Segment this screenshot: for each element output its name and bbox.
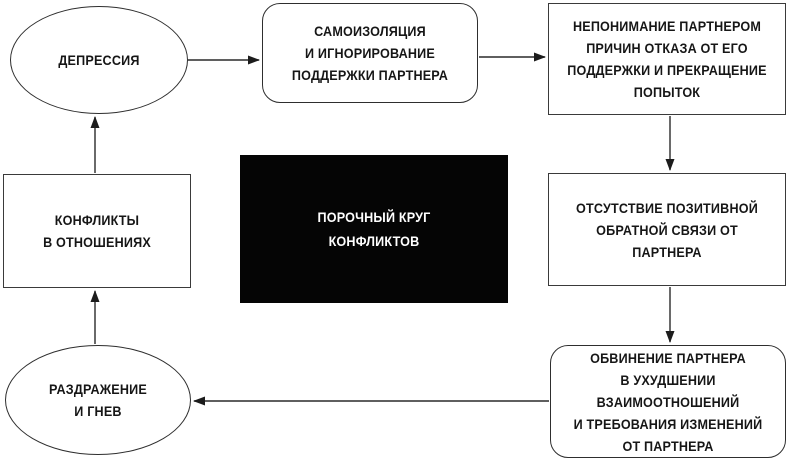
node-vicious-circle-title-label: ПОРОЧНЫЙ КРУГ КОНФЛИКТОВ (317, 209, 431, 249)
node-misunderstanding: НЕПОНИМАНИЕ ПАРТНЕРОМ ПРИЧИН ОТКАЗА ОТ Е… (548, 3, 786, 115)
node-depression: ДЕПРЕССИЯ (10, 6, 188, 114)
node-blame: ОБВИНЕНИЕ ПАРТНЕРА В УХУДШЕНИИ ВЗАИМООТН… (550, 345, 786, 458)
node-blame-label: ОБВИНЕНИЕ ПАРТНЕРА В УХУДШЕНИИ ВЗАИМООТН… (573, 349, 763, 454)
node-isolation-label: САМОИЗОЛЯЦИЯ И ИГНОРИРОВАНИЕ ПОДДЕРЖКИ П… (291, 23, 449, 83)
node-conflicts: КОНФЛИКТЫ В ОТНОШЕНИЯХ (3, 174, 191, 288)
node-no-feedback: ОТСУТСТВИЕ ПОЗИТИВНОЙ ОБРАТНОЙ СВЯЗИ ОТ … (548, 173, 786, 286)
node-no-feedback-label: ОТСУТСТВИЕ ПОЗИТИВНОЙ ОБРАТНОЙ СВЯЗИ ОТ … (576, 199, 758, 260)
node-depression-label: ДЕПРЕССИЯ (58, 52, 140, 68)
node-misunderstanding-label: НЕПОНИМАНИЕ ПАРТНЕРОМ ПРИЧИН ОТКАЗА ОТ Е… (567, 18, 767, 100)
node-irritation: РАЗДРАЖЕНИЕ И ГНЕВ (5, 345, 191, 455)
node-vicious-circle-title: ПОРОЧНЫЙ КРУГ КОНФЛИКТОВ (240, 155, 508, 303)
node-isolation: САМОИЗОЛЯЦИЯ И ИГНОРИРОВАНИЕ ПОДДЕРЖКИ П… (262, 3, 478, 103)
node-conflicts-label: КОНФЛИКТЫ В ОТНОШЕНИЯХ (43, 212, 151, 250)
node-irritation-label: РАЗДРАЖЕНИЕ И ГНЕВ (48, 381, 147, 419)
